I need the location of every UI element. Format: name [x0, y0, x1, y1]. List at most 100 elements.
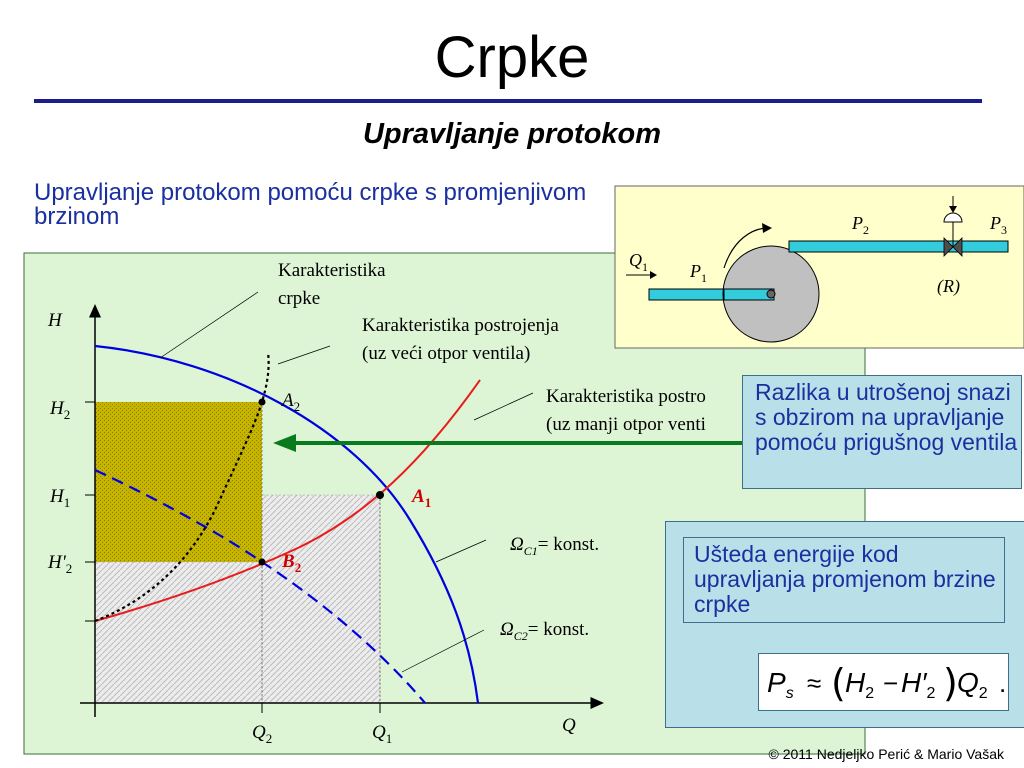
leader-omega-c1 — [435, 539, 487, 563]
info-box-savings-text: Ušteda energije kod upravljanja promjeno… — [694, 541, 996, 617]
formula-h2-sub: 2 — [865, 685, 874, 702]
valve-actuator — [943, 212, 963, 223]
formula-h2: H — [845, 667, 866, 698]
h2-sub: 2 — [64, 407, 71, 422]
leader-pump — [159, 291, 259, 359]
formula-ps: P — [767, 667, 786, 698]
svg-text:H'2: H'2 — [47, 552, 72, 576]
axis-q-label: Q — [562, 715, 576, 736]
point-b2 — [258, 558, 266, 566]
schem-r: (R) — [937, 276, 960, 297]
label-pump-line2: crpke — [278, 288, 320, 309]
point-a1 — [376, 491, 384, 499]
h2p-label: H' — [47, 552, 67, 573]
formula-h2p-sub: 2 — [926, 685, 935, 702]
point-a2 — [258, 398, 266, 406]
green-arrow-head — [273, 434, 296, 452]
axis-h-label: H — [47, 310, 63, 331]
svg-text:Q1: Q1 — [629, 250, 648, 274]
svg-text:H1: H1 — [49, 486, 70, 510]
schem-p3-sub: 3 — [1001, 223, 1007, 237]
label-sys-low-line1: Karakteristika postro — [546, 386, 706, 407]
schem-p2: P — [851, 213, 863, 233]
svg-text:Q2: Q2 — [252, 722, 272, 746]
formula-ps-sub: s — [786, 685, 794, 702]
omega-c1-rest: = konst. — [538, 534, 599, 555]
copyright: © 2011 Nedjeljko Perić & Mario Vašak — [768, 746, 1004, 762]
svg-text:B2: B2 — [281, 551, 301, 575]
title-rule — [34, 99, 982, 103]
b2-label: B — [281, 551, 295, 572]
a1-label: A — [411, 486, 425, 507]
formula-rparen: ) — [943, 661, 958, 705]
saved-energy-area — [95, 402, 262, 562]
rotation-arrow-head — [762, 223, 772, 233]
formula-minus: − — [883, 668, 898, 698]
a1-sub: 1 — [425, 495, 432, 510]
schematic-panel — [614, 185, 1024, 349]
label-pump-line1: Karakteristika — [278, 260, 386, 281]
svg-text:ΩC2= konst.: ΩC2= konst. — [500, 619, 589, 643]
omega-c2-rest: = konst. — [528, 619, 589, 640]
formula-box: Ps ≈ ( H2 − H′2 ) Q2 . — [758, 653, 1009, 711]
q1-label: Q — [372, 722, 386, 743]
svg-text:P3: P3 — [989, 213, 1007, 237]
omega-c1-symbol: Ω — [510, 534, 524, 555]
speed-control-area — [94, 561, 263, 704]
label-sys-high-line2: (uz veći otpor ventila) — [362, 343, 530, 364]
svg-text:H′2: H′2 — [901, 667, 935, 702]
q1-arrow-head — [650, 271, 657, 279]
h2-label: H — [49, 398, 65, 419]
pump-curve-c1 — [94, 344, 480, 704]
pipe-inlet-end — [723, 288, 775, 301]
formula-h2p: H′ — [901, 667, 928, 698]
h1-label: H — [49, 486, 65, 507]
info-box-throttle-text: Razlika u utrošenoj snazi s obzirom na u… — [755, 379, 1018, 455]
omega-c2-sub: C2 — [514, 629, 528, 643]
system-curve-low-resistance — [94, 379, 481, 622]
h2p-sub: 2 — [66, 561, 73, 576]
h1-sub: 1 — [64, 495, 71, 510]
info-box-savings-inner: Ušteda energije kod upravljanja promjeno… — [683, 537, 1005, 623]
formula-approx: ≈ — [807, 668, 821, 698]
omega-c2-symbol: Ω — [500, 619, 514, 640]
leader-sys-high — [277, 345, 331, 365]
a2-label: A — [280, 390, 294, 411]
formula-q2-sub: 2 — [979, 685, 988, 702]
leader-omega-c2 — [401, 629, 485, 673]
svg-text:Ps: Ps — [767, 667, 794, 702]
pipe-outlet — [788, 240, 1009, 253]
valve-input-arrow-head — [949, 206, 957, 213]
pump-shaft — [766, 289, 776, 299]
a2-sub: 2 — [294, 399, 301, 414]
q1-sub: 1 — [386, 731, 393, 746]
q2-sub: 2 — [266, 731, 273, 746]
svg-text:P1: P1 — [689, 261, 707, 285]
svg-text:A1: A1 — [411, 486, 431, 510]
omega-c1-sub: C1 — [524, 544, 538, 558]
system-curve-high-resistance — [94, 351, 270, 623]
svg-text:Q2: Q2 — [957, 667, 988, 702]
svg-text:H2: H2 — [49, 398, 70, 422]
q2-label: Q — [252, 722, 266, 743]
schem-p1: P — [689, 261, 701, 281]
info-box-savings: Ušteda energije kod upravljanja promjeno… — [665, 521, 1024, 728]
lead-text: Upravljanje protokom pomoću crpke s prom… — [34, 179, 587, 230]
svg-text:H2: H2 — [845, 667, 874, 702]
schem-q1: Q — [629, 250, 642, 270]
info-box-throttle: Razlika u utrošenoj snazi s obzirom na u… — [742, 375, 1022, 489]
schem-p2-sub: 2 — [863, 223, 869, 237]
b2-sub: 2 — [295, 560, 302, 575]
formula-q2: Q — [957, 667, 979, 698]
label-sys-high-line1: Karakteristika postrojenja — [362, 315, 559, 336]
formula-lparen: ( — [831, 661, 846, 705]
svg-text:Q1: Q1 — [372, 722, 392, 746]
slide-title: Crpke — [434, 25, 590, 90]
schem-p1-sub: 1 — [701, 271, 707, 285]
formula-svg: Ps ≈ ( H2 − H′2 ) Q2 . — [767, 661, 1006, 705]
leader-sys-low — [473, 392, 534, 421]
schem-p3: P — [989, 213, 1001, 233]
svg-text:P2: P2 — [851, 213, 869, 237]
label-sys-low-line2: (uz manji otpor venti — [546, 414, 706, 435]
